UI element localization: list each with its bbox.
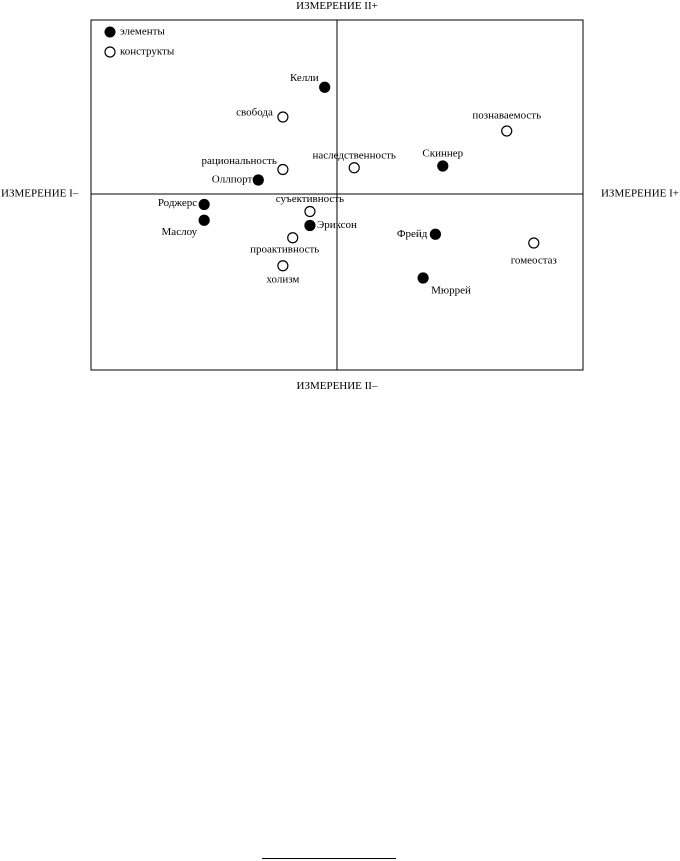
point-label-гомеостаз: гомеостаз [511, 255, 557, 267]
element-point-келли [319, 81, 331, 93]
element-point-роджерс [198, 198, 210, 211]
point-label-наследственность: наследственность [313, 149, 396, 161]
element-point-маслоу [198, 214, 210, 226]
point-label-скиннер: Скиннер [422, 148, 463, 160]
point-label-мюррей: Мюррей [431, 285, 471, 297]
point-label-познаваемость: познаваемость [472, 110, 541, 122]
point-label-свобода: свобода [236, 107, 273, 119]
legend: элементы конструкты [104, 26, 175, 58]
axis-label-top: ИЗМЕРЕНИЕ II+ [296, 0, 378, 12]
construct-point-гомеостаз [528, 237, 540, 249]
legend-marker-filled [104, 26, 116, 38]
legend-label-constructs: конструкты [120, 46, 175, 58]
element-point-оллпорт [252, 174, 264, 186]
point-label-фрейд: Фрейд [397, 228, 428, 240]
point-label-келли: Келли [290, 72, 319, 84]
axis-label-left: ИЗМЕРЕНИЕ I– [1, 188, 79, 200]
construct-point-холизм [277, 260, 289, 272]
axis-label-bottom: ИЗМЕРЕНИЕ II– [297, 380, 378, 392]
footnote-rule [262, 858, 396, 859]
construct-point-рациональность [277, 163, 289, 176]
construct-point-суъективность [304, 205, 316, 218]
point-label-оллпорт: Оллпорт [212, 174, 253, 186]
point-label-роджерс: Роджерс [158, 197, 197, 209]
construct-point-свобода [277, 111, 289, 123]
point-label-эриксон: Эриксон [317, 219, 357, 231]
point-label-холизм: холизм [266, 273, 299, 285]
element-point-скиннер [437, 160, 449, 172]
element-point-фрейд [429, 228, 441, 240]
construct-point-проактивность [287, 232, 299, 244]
point-label-маслоу: Маслоу [162, 226, 198, 238]
point-label-рациональность: рациональность [201, 155, 276, 167]
construct-point-наследственность [348, 162, 360, 174]
legend-label-elements: элементы [120, 26, 165, 38]
point-label-суъективность: суъективность [276, 193, 344, 205]
element-point-мюррей [417, 272, 429, 284]
legend-marker-open [104, 46, 116, 58]
element-point-эриксон [304, 219, 316, 232]
construct-point-познаваемость [501, 125, 513, 137]
axis-label-right: ИЗМЕРЕНИЕ I+ [601, 188, 679, 200]
point-label-проактивность: проактивность [250, 243, 319, 255]
